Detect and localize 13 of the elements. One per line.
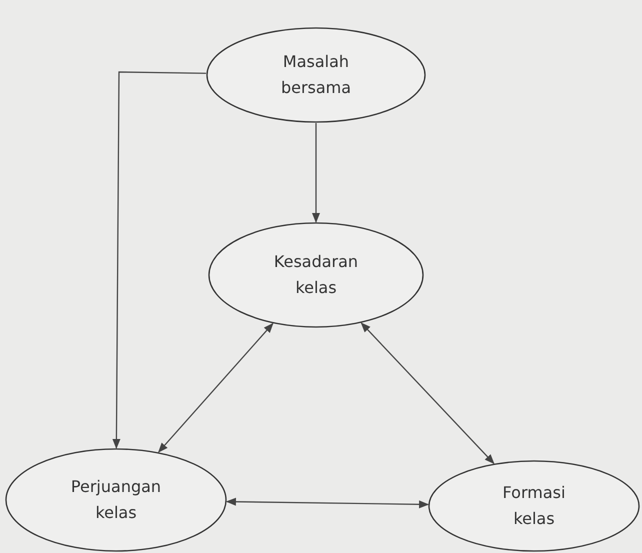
node-label: Kesadaran kelas: [272, 251, 360, 299]
node-label: Perjuangan kelas: [70, 476, 162, 524]
ellipse-node: [5, 448, 227, 552]
ellipse-node: [428, 460, 640, 552]
arrow: [360, 322, 495, 464]
node-label: Masalah bersama: [280, 51, 352, 99]
ellipse-node: [206, 27, 426, 123]
node-label: Formasi kelas: [502, 482, 566, 530]
ellipse-node: [208, 222, 424, 328]
arrow: [312, 123, 320, 223]
arrow: [226, 498, 430, 508]
arrow: [112, 71, 206, 449]
arrow: [158, 322, 274, 453]
